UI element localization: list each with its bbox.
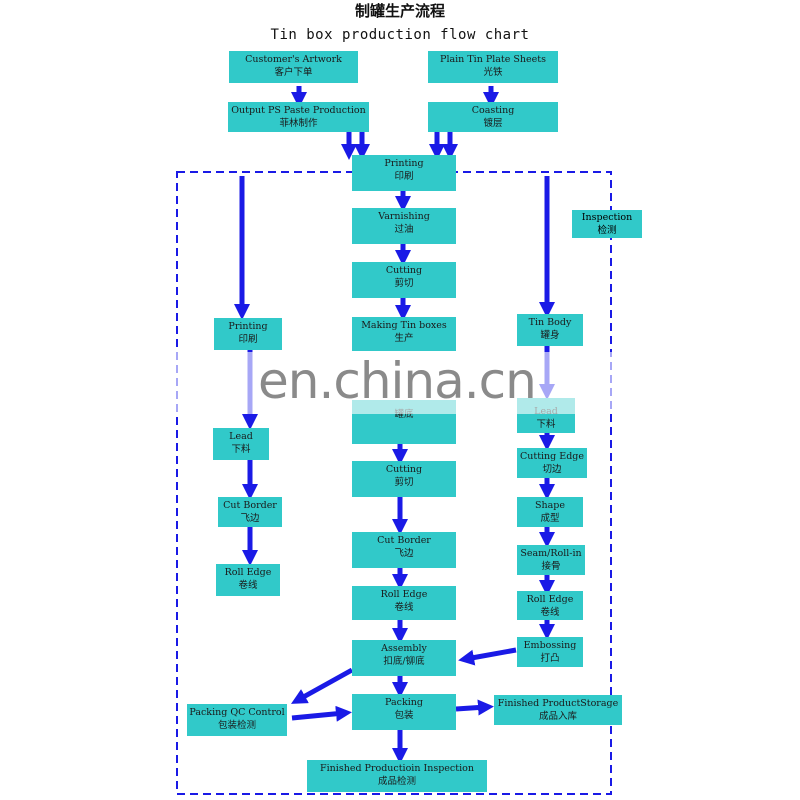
inspection-frame <box>176 171 612 795</box>
arrow-embossing-to-assembly <box>458 647 517 666</box>
watermark-band <box>175 352 625 414</box>
title-english: Tin box production flow chart <box>270 27 530 43</box>
arrow-packingqc-to-packing <box>291 705 352 722</box>
arrow-assembly-to-packingqc <box>291 667 354 704</box>
arrow-packing-to-storage <box>455 699 494 716</box>
watermark-text: en.china.cn <box>258 352 537 410</box>
title-chinese: 制罐生产流程 <box>354 2 445 20</box>
